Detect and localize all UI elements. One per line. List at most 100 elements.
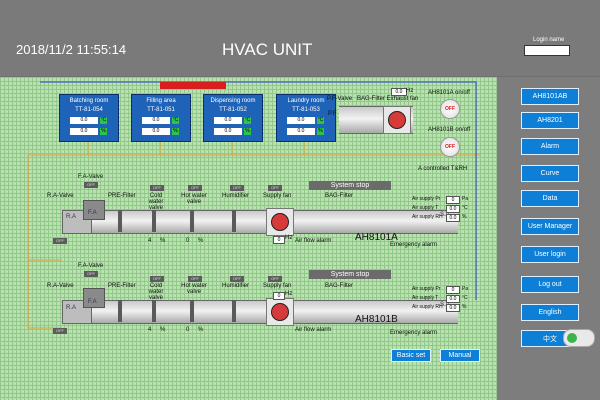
temp-unit: °C: [244, 117, 251, 124]
room-tag: TT-81-053: [292, 107, 320, 113]
hz-unit-b: Hz: [285, 291, 293, 297]
nav-user-login[interactable]: User login: [521, 246, 579, 263]
supply-fan-label-b: Supply fan: [263, 283, 292, 289]
humidity-unit: %: [244, 128, 251, 135]
room-name: Filling area: [146, 98, 176, 104]
hot-water-label-a: Hot water valve: [181, 193, 207, 205]
login-name-label: Login name: [533, 37, 565, 43]
ra-status-a: OFF: [53, 238, 67, 244]
ah8101b-off-button[interactable]: OFF: [440, 137, 460, 157]
system-status-b: System stop: [309, 270, 391, 279]
room-panel-batching: Batching room TT-81-054 0.0 °C 0.0 %: [59, 94, 119, 142]
nav-user-manager[interactable]: User Manager: [521, 218, 579, 235]
hot-coil-b: [190, 300, 194, 322]
pre-filter-a: [118, 210, 122, 232]
cold-pct-a: 4: [148, 238, 152, 244]
pre-filter-label-a: PRE-Filter: [108, 193, 136, 199]
hot-status-a: OFF: [188, 185, 202, 191]
supply-fan-label-a: Supply fan: [263, 193, 292, 199]
air-flow-alarm-b: Air flow alarm: [295, 327, 332, 333]
ra-tag-a: R.A: [66, 214, 77, 220]
pct-unit-b: %: [160, 327, 166, 333]
room-temp: 0.0: [214, 117, 242, 124]
air-supply-pr-b: 0: [446, 286, 460, 294]
air-duct-a: [62, 210, 458, 234]
temp-unit: °C: [317, 117, 324, 124]
pct-unit-a: %: [198, 238, 204, 244]
manual-button[interactable]: Manual: [440, 349, 480, 362]
humid-status-b: OFF: [230, 276, 244, 282]
nav-ah8201[interactable]: AH8201: [521, 112, 579, 129]
room-humidity: 0.0: [70, 128, 98, 135]
air-supply-rh-label-b: Air supply RH: [412, 304, 443, 310]
room-temp: 0.0: [287, 117, 315, 124]
room-name: Laundry room: [287, 98, 325, 104]
room-humidity: 0.0: [287, 128, 315, 135]
fa-tag-a: F.A: [88, 210, 97, 216]
bag-filter-label-b: BAG-Filter: [325, 283, 354, 289]
exhaust-hz-value: 0.0: [391, 88, 407, 96]
sa-tag-a: S.A: [440, 212, 450, 218]
room-humidity: 0.0: [142, 128, 170, 135]
humidifier-b: [232, 300, 236, 322]
pct-unit-b: %: [198, 327, 204, 333]
cold-water-label-b: Cold water valve: [148, 283, 164, 301]
fa-valve-label-b: F.A-Valve: [78, 263, 104, 269]
fa-damper-a: [83, 200, 105, 220]
supply-fan-a[interactable]: [266, 208, 294, 236]
hot-water-label-b: Hot water valve: [181, 283, 207, 295]
humidity-unit: %: [172, 128, 179, 135]
air-supply-t-label-a: Air supply T: [412, 205, 439, 211]
room-tag: TT-81-054: [75, 107, 103, 113]
header-bar: 2018/11/2 11:55:14 HVAC UNIT Login name: [0, 0, 600, 76]
top-alert-bar: [160, 82, 226, 89]
nav-english[interactable]: English: [521, 304, 579, 321]
pct-unit-b: %: [462, 304, 467, 310]
air-supply-pr-label-a: Air supply Pr: [412, 196, 441, 202]
cold-water-label-a: Cold water valve: [148, 193, 164, 211]
nav-ah8101ab[interactable]: AH8101AB: [521, 88, 579, 105]
hz-unit-a: Hz: [285, 235, 293, 241]
cold-pct-b: 4: [148, 327, 152, 333]
cold-status-b: OFF: [150, 276, 164, 282]
ime-toggle[interactable]: [563, 329, 595, 347]
room-panel-filling: Filling area TT-81-051 0.0 °C 0.0 %: [131, 94, 191, 142]
nav-alarm[interactable]: Alarm: [521, 138, 579, 155]
nav-log-out[interactable]: Log out: [521, 276, 579, 293]
pa-unit-b: Pa: [462, 286, 469, 292]
ra-valve-label-a: R.A-Valve: [47, 193, 74, 199]
login-name-field[interactable]: [524, 45, 570, 56]
temp-unit: °C: [172, 117, 179, 124]
ah8101a-onoff-label: AH8101A on/off: [428, 90, 470, 96]
humidifier-a: [232, 210, 236, 232]
room-name: Batching room: [69, 98, 109, 104]
nav-data[interactable]: Data: [521, 190, 579, 207]
page-title: HVAC UNIT: [222, 40, 313, 59]
hot-coil-a: [190, 210, 194, 232]
ra-tag-b: R.A: [66, 305, 77, 311]
supply-fan-hz-b: 0: [273, 292, 285, 300]
ra-status-b: OFF: [53, 328, 67, 334]
room-tag: TT-81-051: [147, 107, 175, 113]
emergency-alarm-b: Emergency alarm: [390, 330, 438, 336]
room-panel-laundry: Laundry room TT-81-053 0.0 °C 0.0 %: [276, 94, 336, 142]
fan-status-a: OFF: [268, 185, 282, 191]
emergency-alarm-a: Emergency alarm: [390, 242, 438, 248]
ra-valve-label-b: R.A-Valve: [47, 283, 74, 289]
humidity-unit: %: [317, 128, 324, 135]
pre-filter-b: [118, 300, 122, 322]
air-supply-t-label-b: Air supply T: [412, 295, 439, 301]
datetime: 2018/11/2 11:55:14: [16, 42, 127, 57]
humidifier-label-b: Humidifier: [222, 283, 250, 289]
air-supply-t-a: 0.0: [446, 205, 460, 213]
air-flow-alarm-a: Air flow alarm: [295, 238, 332, 244]
ah8101a-off-button[interactable]: OFF: [440, 99, 460, 119]
nav-curve[interactable]: Curve: [521, 165, 579, 182]
sa-tag-b: S.A: [440, 302, 450, 308]
supply-fan-b[interactable]: [266, 298, 294, 326]
humidifier-label-a: Humidifier: [222, 193, 250, 199]
basic-set-button[interactable]: Basic set: [391, 349, 431, 362]
room-name: Dispensing room: [210, 98, 256, 104]
hz-unit: Hz: [406, 88, 414, 94]
exhaust-fan[interactable]: [383, 106, 411, 134]
